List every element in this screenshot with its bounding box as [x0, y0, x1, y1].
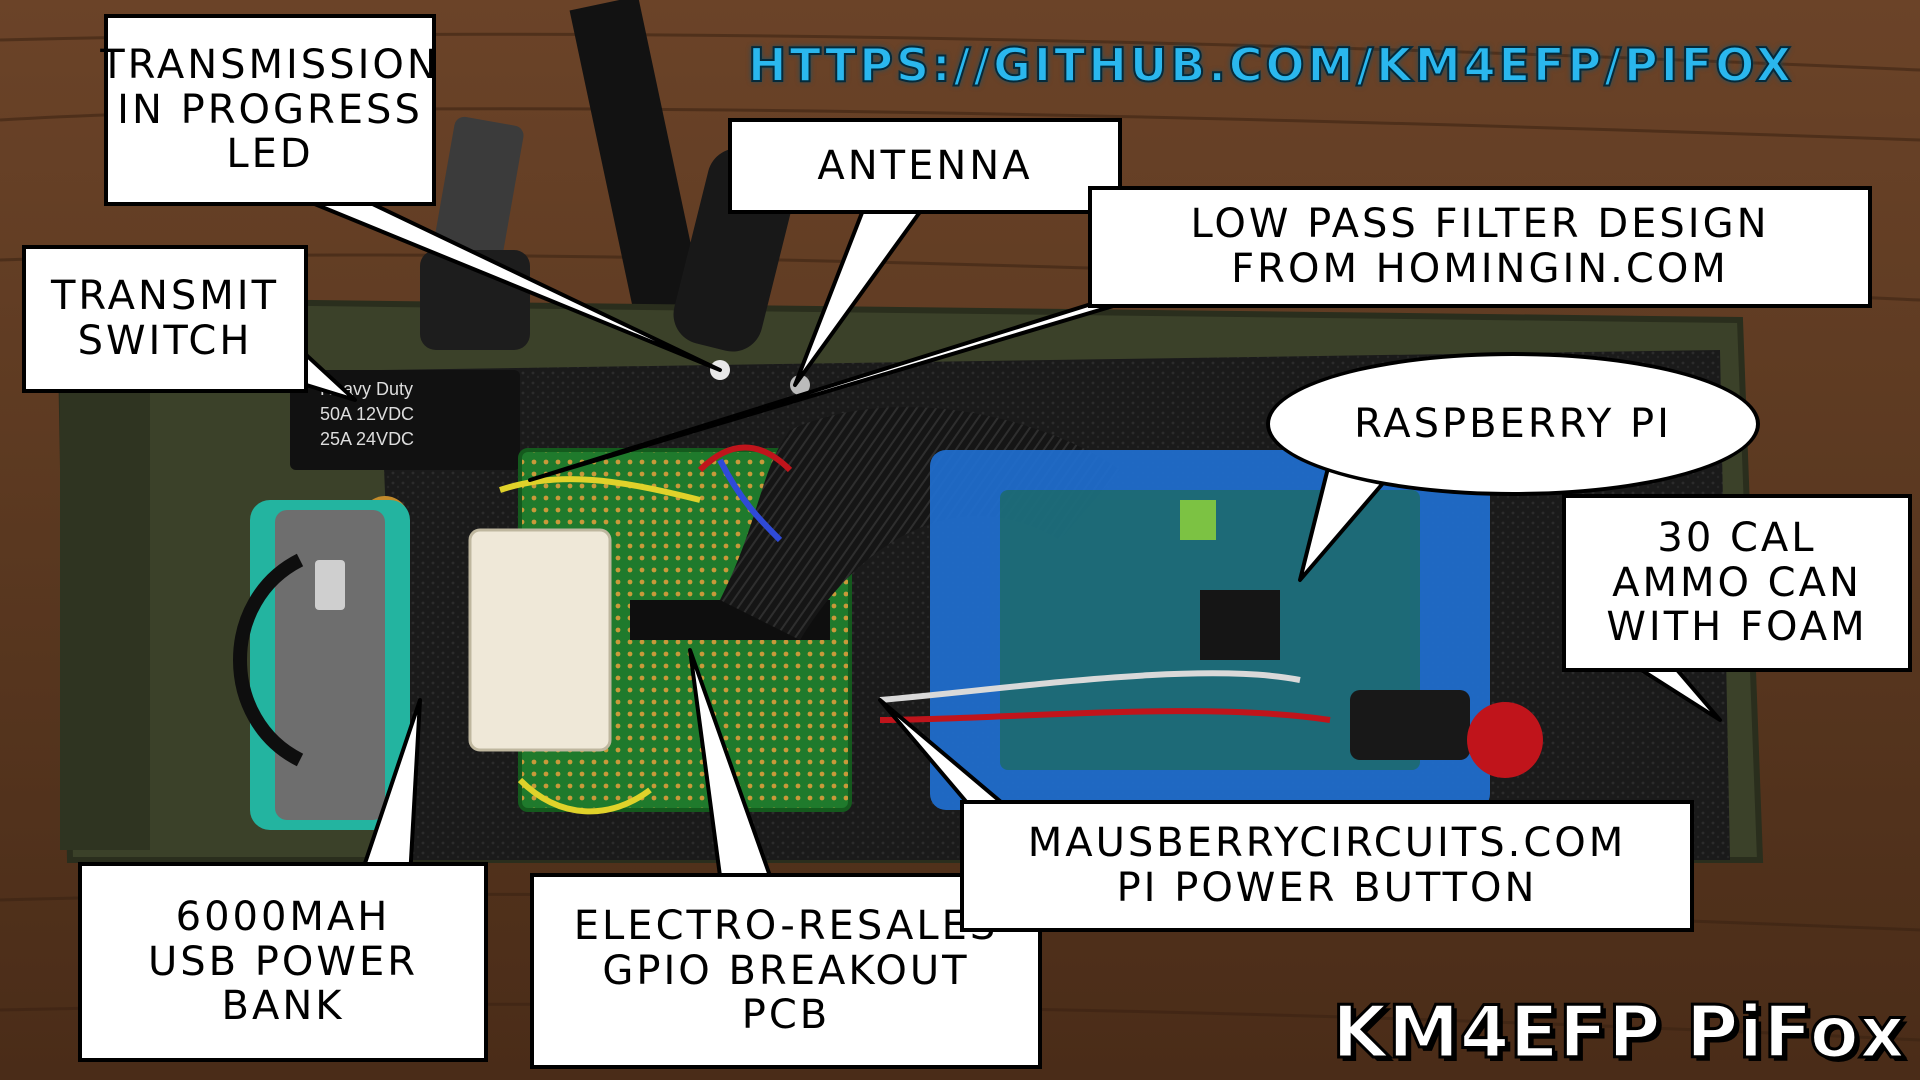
power-button-cap: [1467, 702, 1543, 778]
callout-gpio-breakout-line1: ELECTRO-RESALES: [573, 902, 999, 949]
callout-transmission-led-line3: LED: [226, 131, 314, 178]
callout-raspberry-pi-line1: RASPBERRY PI: [1354, 400, 1672, 447]
callout-ammo-can-line1: 30 CAL: [1657, 514, 1817, 561]
callout-power-button: MAUSBERRYCIRCUITS.COM PI POWER BUTTON: [960, 800, 1694, 932]
switch-text-2: 50A 12VDC: [320, 404, 414, 424]
callout-transmission-led-line2: IN PROGRESS: [117, 86, 423, 133]
github-url-banner: HTTPS://GITHUB.COM/KM4EFP/PIFOX: [747, 37, 1795, 93]
pi-jumper: [1180, 500, 1216, 540]
callout-transmission-led: TRANSMISSION IN PROGRESS LED: [100, 14, 437, 206]
power-button-body: [1350, 690, 1470, 760]
callout-power-button-line1: MAUSBERRYCIRCUITS.COM: [1027, 820, 1627, 867]
callout-transmit-switch-line1: TRANSMIT: [50, 273, 280, 320]
power-bank-panel: [275, 510, 385, 820]
callout-ammo-can-line2: AMMO CAN: [1612, 559, 1862, 606]
callout-gpio-breakout-line3: PCB: [741, 992, 831, 1039]
callout-pointers: [288, 196, 1722, 880]
ammo-can-hinge: [60, 330, 150, 850]
callout-gpio-breakout: ELECTRO-RESALES GPIO BREAKOUT PCB: [530, 873, 1042, 1069]
callout-low-pass-filter-line2: FROM HOMINGIN.COM: [1231, 246, 1729, 292]
callout-antenna-line1: ANTENNA: [817, 142, 1033, 189]
callout-raspberry-pi: RASPBERRY PI: [1266, 352, 1760, 496]
callout-power-bank: 6000MAH USB POWER BANK: [78, 862, 488, 1062]
callout-power-bank-line2: USB POWER: [147, 938, 419, 985]
brand-title: KM4EFP PiFox: [1330, 989, 1906, 1076]
callout-antenna: ANTENNA: [728, 118, 1122, 214]
callout-transmit-switch: TRANSMIT SWITCH: [22, 245, 308, 393]
switch-text-3: 25A 24VDC: [320, 429, 414, 449]
callout-low-pass-filter: LOW PASS FILTER DESIGN FROM HOMINGIN.COM: [1088, 186, 1872, 308]
callout-power-button-line2: PI POWER BUTTON: [1116, 865, 1538, 911]
usb-port: [315, 560, 345, 610]
molex-connector: [468, 528, 612, 752]
pi-cpu: [1200, 590, 1280, 660]
callout-transmit-switch-line2: SWITCH: [77, 318, 253, 364]
callout-power-bank-line3: BANK: [221, 983, 345, 1030]
callout-low-pass-filter-line1: LOW PASS FILTER DESIGN: [1190, 201, 1770, 248]
callout-gpio-breakout-line2: GPIO BREAKOUT: [602, 947, 970, 994]
callout-transmission-led-line1: TRANSMISSION: [100, 41, 440, 88]
usb-cable: [233, 553, 304, 767]
callout-ammo-can-line3: WITH FOAM: [1606, 604, 1868, 651]
callout-power-bank-line1: 6000MAH: [175, 893, 391, 940]
wires: [499, 444, 1331, 815]
strap: [569, 0, 707, 334]
callout-ammo-can: 30 CAL AMMO CAN WITH FOAM: [1562, 494, 1912, 672]
